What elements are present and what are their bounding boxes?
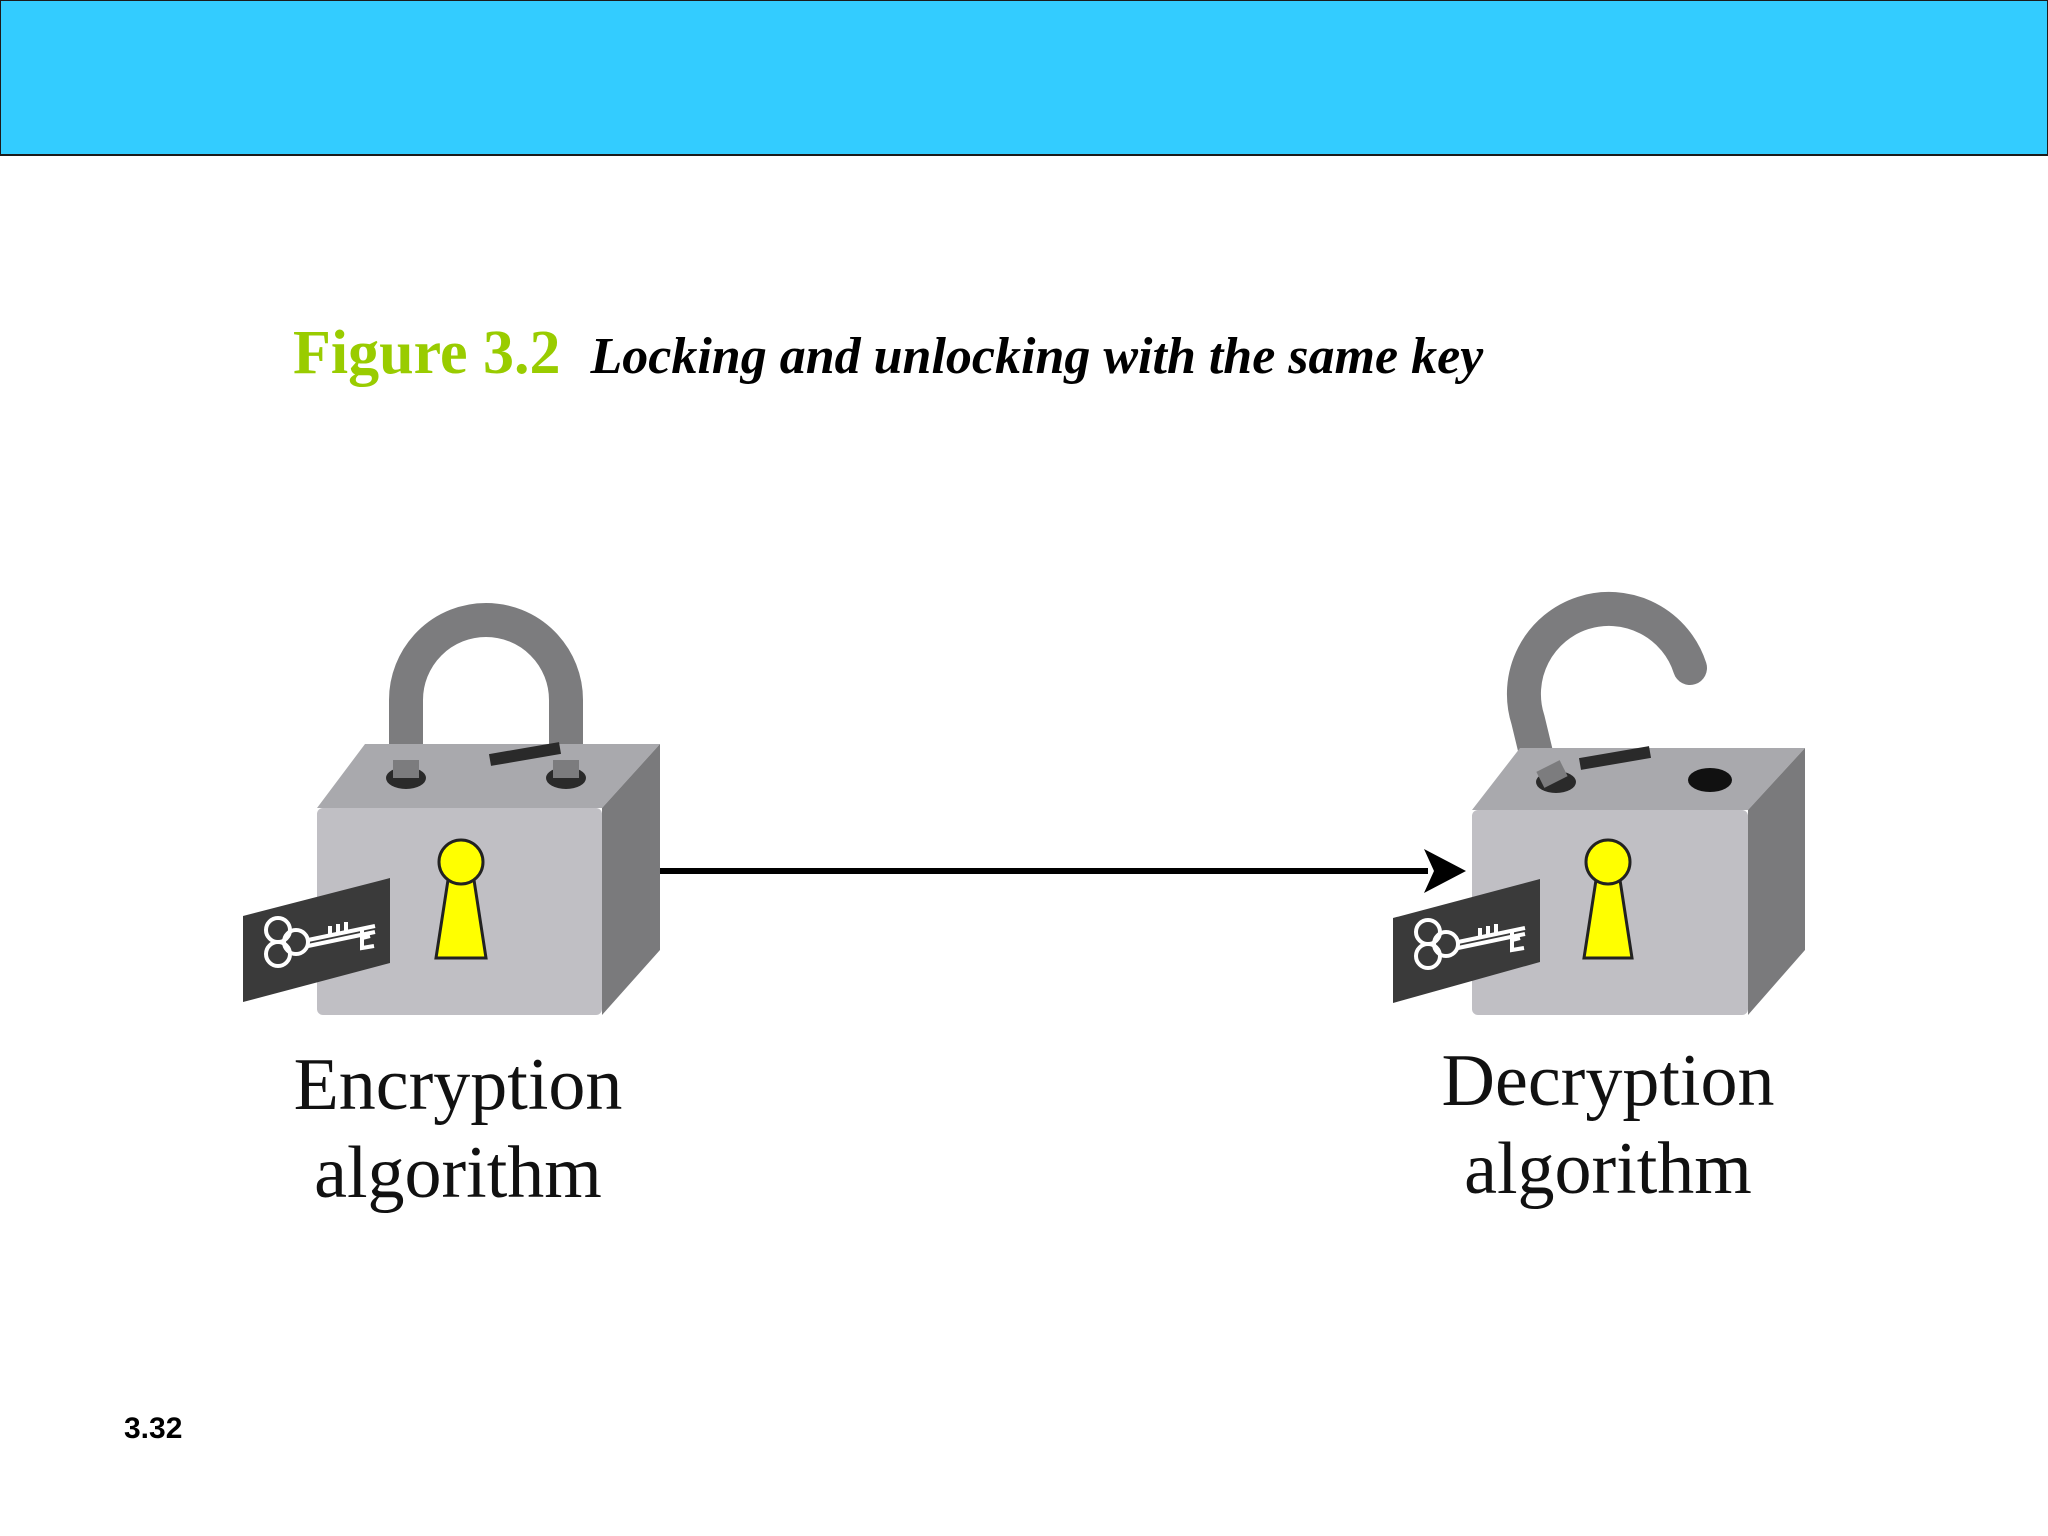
encryption-label-line1: Encryption xyxy=(293,1044,623,1126)
shackle-open xyxy=(1507,591,1707,795)
key-icon xyxy=(243,878,390,1002)
key-icon xyxy=(1393,879,1540,1003)
figure-number: Figure 3.2 xyxy=(293,319,561,387)
decryption-algorithm-label: Decryption algorithm xyxy=(1348,1037,1868,1213)
keyhole-icon xyxy=(434,838,488,960)
figure-caption: Figure 3.2 Locking and unlocking with th… xyxy=(293,318,1483,389)
decryption-label-line2: algorithm xyxy=(1464,1128,1752,1210)
empty-shackle-hole xyxy=(1688,768,1732,792)
decryption-label-line1: Decryption xyxy=(1441,1040,1775,1122)
arrow xyxy=(660,849,1466,893)
lock-side-face xyxy=(1748,748,1805,1015)
encryption-algorithm-label: Encryption algorithm xyxy=(198,1041,718,1217)
header-bar xyxy=(0,0,2048,156)
shackle-closed xyxy=(389,603,583,778)
figure-title: Locking and unlocking with the same key xyxy=(590,328,1484,385)
closed-padlock-icon xyxy=(243,603,660,1015)
open-padlock-icon xyxy=(1393,591,1805,1015)
keyhole-icon xyxy=(1582,838,1634,960)
lock-side-face xyxy=(602,744,660,1015)
slide-number: 3.32 xyxy=(124,1412,183,1445)
encryption-label-line2: algorithm xyxy=(314,1132,602,1214)
lock-top-face xyxy=(317,744,660,808)
